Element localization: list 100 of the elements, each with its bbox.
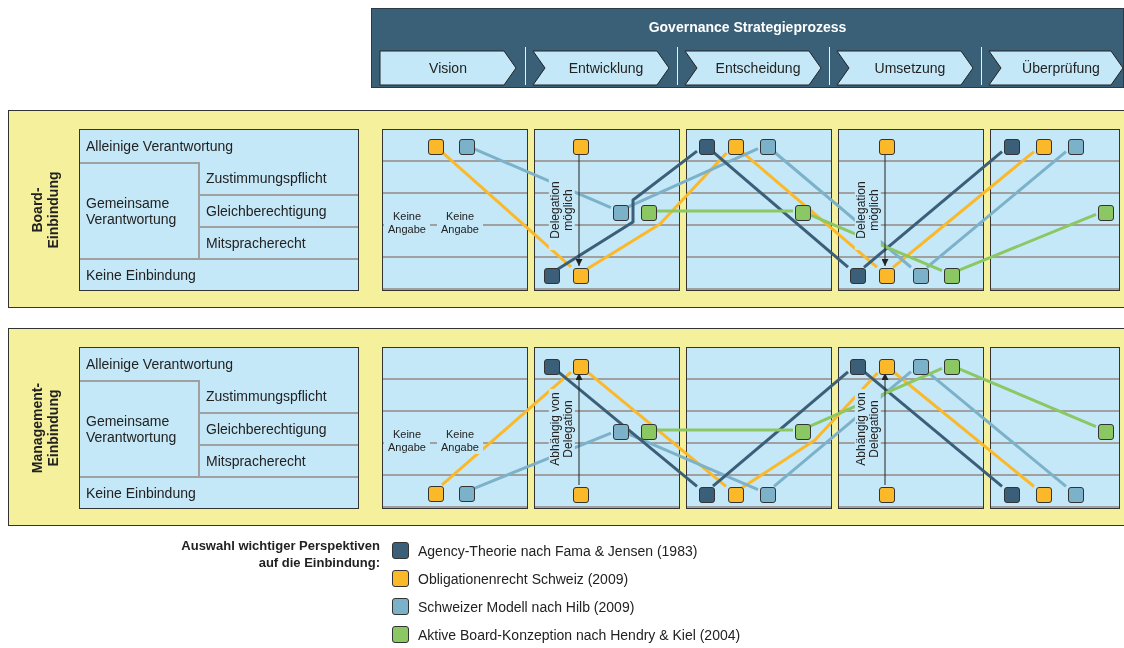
perspective-marker: [699, 139, 715, 155]
perspective-marker: [1036, 487, 1052, 503]
connector-line: [741, 150, 878, 269]
perspective-marker: [850, 359, 866, 375]
perspective-marker: [795, 424, 811, 440]
phase-panel: [382, 347, 528, 509]
perspective-marker: [879, 359, 895, 375]
perspective-marker: [428, 139, 444, 155]
phase-panel: [534, 347, 680, 509]
panel-note: Keine Angabe: [437, 210, 483, 237]
connector-line: [441, 151, 572, 268]
connector-line: [441, 370, 572, 487]
perspective-marker: [913, 268, 929, 284]
connector-line: [655, 209, 793, 213]
perspective-marker: [1004, 487, 1020, 503]
responsibility-table: [79, 347, 359, 509]
row-label: Gleichberechtigung: [198, 412, 358, 444]
perspective-marker: [879, 268, 895, 284]
section-band: [8, 110, 1124, 308]
row-label: Gemeinsame Verantwortung: [80, 380, 198, 476]
connector-line: [557, 370, 698, 488]
perspective-marker: [760, 139, 776, 155]
arrow: [881, 152, 889, 267]
connector-line: [626, 147, 759, 209]
row-label: Mitspracherecht: [198, 226, 358, 258]
connector-line: [557, 149, 698, 271]
process-step: Entscheidung: [685, 51, 821, 85]
phase-panel: [990, 347, 1120, 509]
phase-panel: [382, 129, 528, 291]
perspective-marker: [544, 359, 560, 375]
connector-line: [892, 370, 1035, 488]
connector-line: [712, 150, 849, 269]
perspective-marker: [879, 139, 895, 155]
process-step: Entwicklung: [533, 51, 669, 85]
perspective-marker: [944, 268, 960, 284]
connector-line: [863, 150, 1003, 269]
perspective-marker: [641, 424, 657, 440]
connector-line: [863, 370, 1003, 488]
connector-line: [586, 151, 728, 271]
section-label: Management- Einbindung: [28, 381, 62, 476]
perspective-marker: [459, 139, 475, 155]
row-label: Keine Einbindung: [80, 476, 358, 508]
legend-text: Schweizer Modell nach Hilb (2009): [418, 598, 635, 615]
perspective-marker: [428, 486, 444, 502]
arrow: [881, 372, 889, 486]
connector-line: [892, 150, 1035, 269]
section-band: [8, 328, 1124, 526]
connector-line: [586, 370, 727, 488]
connector-line: [712, 370, 849, 488]
panel-note: Keine Angabe: [437, 428, 483, 455]
legend-text: Agency-Theorie nach Fama & Jensen (1983): [418, 542, 698, 559]
edge-label: Abhängig von Delegation: [548, 389, 576, 469]
arrow: [575, 152, 583, 267]
perspective-marker: [1036, 139, 1052, 155]
perspective-marker: [573, 268, 589, 284]
perspective-marker: [613, 205, 629, 221]
perspective-marker: [760, 487, 776, 503]
edge-label: Abhängig von Delegation: [854, 389, 882, 469]
perspective-marker: [850, 268, 866, 284]
perspective-marker: [1098, 424, 1114, 440]
row-label: Mitspracherecht: [198, 444, 358, 476]
perspective-marker: [1004, 139, 1020, 155]
panel-note: Keine Angabe: [384, 428, 430, 455]
row-label: Keine Einbindung: [80, 258, 358, 290]
header-title: Governance Strategieprozess: [647, 19, 848, 35]
perspective-marker: [913, 359, 929, 375]
phase-panel: [686, 347, 832, 509]
legend-text: Aktive Board-Konzeption nach Hendry & Kiel (2004): [418, 626, 741, 643]
row-label: Gleichberechtigung: [198, 194, 358, 226]
perspective-marker: [944, 359, 960, 375]
arrow: [575, 372, 583, 486]
process-step: Überprüfung: [989, 51, 1123, 85]
perspective-marker: [573, 487, 589, 503]
perspective-marker: [728, 139, 744, 155]
panel-note: Keine Angabe: [384, 210, 430, 237]
perspective-marker: [573, 139, 589, 155]
process-header-band: [371, 8, 1124, 88]
responsibility-table: [79, 129, 359, 291]
perspective-marker: [1098, 205, 1114, 221]
perspective-marker: [613, 424, 629, 440]
connector-line: [741, 371, 879, 490]
perspective-marker: [879, 487, 895, 503]
row-label: Gemeinsame Verantwortung: [80, 162, 198, 258]
row-label: Zustimmungspflicht: [198, 380, 358, 412]
row-label: Alleinige Verantwortung: [85, 136, 235, 156]
phase-panel: [990, 129, 1120, 291]
row-label: Alleinige Verantwortung: [85, 354, 235, 374]
process-step: Umsetzung: [837, 51, 973, 85]
perspective-marker: [459, 486, 475, 502]
connector-line: [926, 150, 1067, 269]
process-step: Vision: [380, 51, 516, 85]
row-label: Zustimmungspflicht: [198, 162, 358, 194]
perspective-marker: [728, 487, 744, 503]
connector-line: [957, 367, 1097, 428]
perspective-marker: [641, 205, 657, 221]
perspective-marker: [544, 268, 560, 284]
perspective-marker: [573, 359, 589, 375]
perspective-marker: [1068, 487, 1084, 503]
phase-panel: [686, 129, 832, 291]
perspective-marker: [699, 487, 715, 503]
